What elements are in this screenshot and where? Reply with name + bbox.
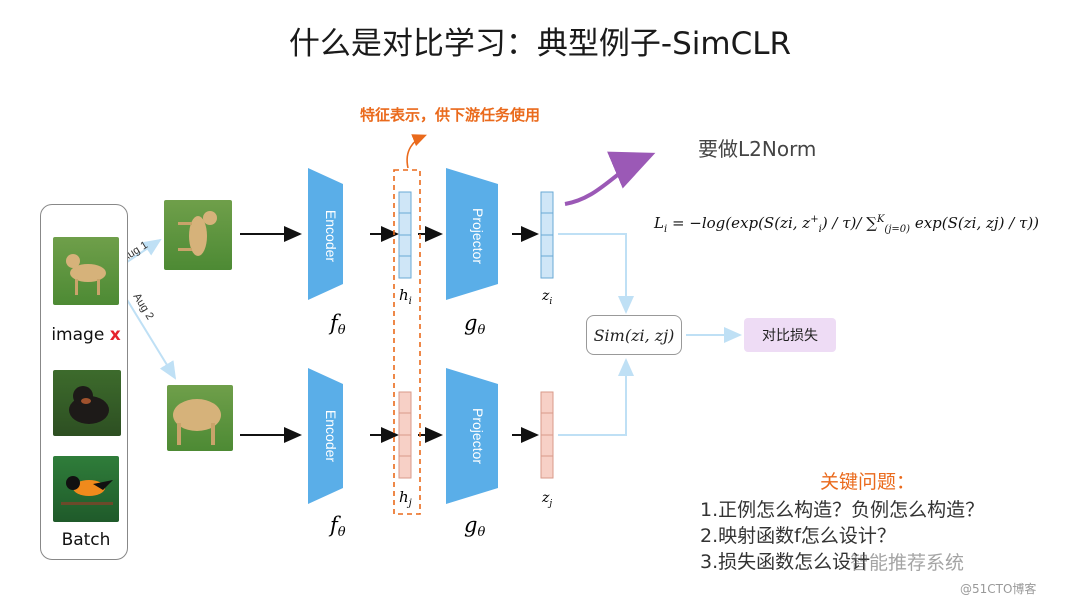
zj-to-sim-arrow	[558, 358, 634, 436]
loss-formula: Li = −log(exp(S(zi, z+i) / τ)/ ∑K(j=0) e…	[654, 214, 1040, 235]
l2norm-note: 要做L2Norm	[698, 137, 817, 161]
aug2-label: Aug 2	[130, 291, 155, 322]
zi-vector	[540, 191, 554, 279]
batch-label: Batch	[61, 530, 111, 550]
key-questions-title: 关键问题：	[820, 471, 916, 493]
encoder-top	[308, 168, 343, 300]
l2norm-arrow	[564, 151, 656, 206]
hi-vector	[398, 191, 412, 279]
hj-vector	[398, 391, 412, 479]
g-theta-top: gθ	[464, 311, 485, 338]
f-theta-top: fθ	[328, 311, 346, 338]
watermark-51cto: @51CTO博客	[960, 582, 1037, 596]
projector-bottom-label: Projector	[470, 408, 486, 464]
projector-top	[446, 168, 498, 300]
key-question-1: 1.正例怎么构造？负例怎么构造？	[700, 499, 985, 521]
slide-title: 什么是对比学习：典型例子-SimCLR	[288, 26, 792, 62]
projector-top-label: Projector	[470, 208, 486, 264]
similarity-box: Sim(zi, zj)	[586, 315, 682, 355]
f-theta-bottom: fθ	[328, 513, 346, 540]
puppy-image	[53, 370, 121, 436]
hj-label: hj	[399, 488, 412, 509]
image-label: image x	[51, 325, 121, 345]
key-question-2: 2.映射函数f怎么设计？	[700, 525, 896, 547]
feature-note: 特征表示，供下游任务使用	[360, 106, 541, 124]
hi-label: hi	[399, 286, 412, 307]
aug1-image	[164, 200, 232, 270]
contrastive-loss-box: 对比损失	[744, 318, 836, 352]
key-question-3: 3.损失函数怎么设计	[700, 551, 871, 573]
projector-bottom	[446, 368, 498, 504]
zi-to-sim-arrow	[558, 233, 634, 314]
dog-image	[53, 237, 119, 305]
feature-note-arrow	[406, 134, 427, 169]
encoder-bottom-label: Encoder	[323, 410, 339, 462]
encoder-top-label: Encoder	[323, 210, 339, 262]
encoder-bottom	[308, 368, 343, 504]
feature-highlight-box	[393, 169, 421, 515]
watermark-wechat: 智能推荐系统	[850, 552, 965, 574]
g-theta-bottom: gθ	[464, 513, 485, 540]
bird-image	[53, 456, 119, 522]
zj-vector	[540, 391, 554, 479]
zi-label: zi	[541, 288, 552, 307]
aug2-image	[167, 385, 233, 451]
zj-label: zj	[541, 490, 552, 509]
